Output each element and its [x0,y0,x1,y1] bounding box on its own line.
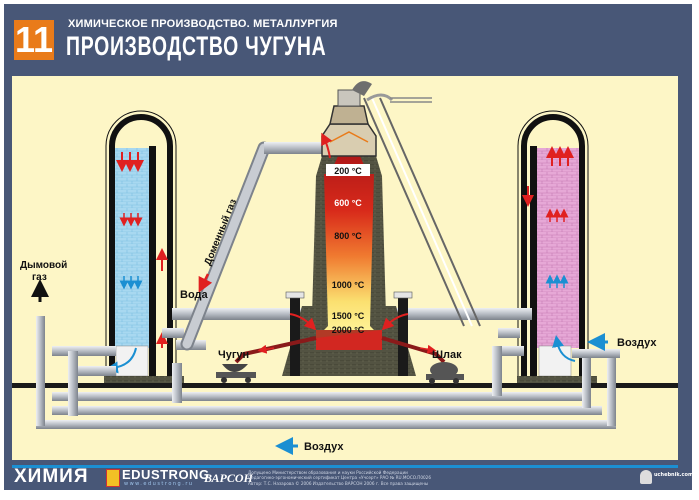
temp-600: 600 °C [334,198,362,208]
label-slag: Шлак [432,349,462,361]
footer-edustrong: EDUSTRONG [122,467,210,482]
slag-ladle [426,362,464,384]
temp-1000: 1000 °C [332,280,365,290]
footer-accent-bar [12,465,678,468]
footer-publisher: ВАРСОН [204,471,253,485]
blast-furnace-diagram: Дымовой газ Доменный газ Вода Чугун Шлак… [12,81,678,455]
diagram-canvas: Дымовой газ Доменный газ Вода Чугун Шлак… [12,76,678,460]
label-air-bottom: Воздух [304,441,344,453]
poster-title: ПРОИЗВОДСТВО ЧУГУНА [66,31,327,61]
owl-logo-icon [640,470,652,484]
temp-2000: 2000 °C [332,325,365,335]
pig-iron-ladle [216,364,256,383]
footer-url: www.edustrong.ru [124,481,194,487]
footer-brand: ХИМИЯ [14,466,89,487]
label-flue-gas: Дымовой [20,260,67,271]
right-regenerator [517,110,597,383]
temp-800: 800 °C [334,231,362,241]
legal-line-3: Автор: Т.С. Назарова © 2006 Издательство… [248,480,429,486]
right-regenerator-flow-arrows [522,146,576,362]
tap-channels [234,336,446,364]
label-flue-gas-2: газ [32,272,47,283]
legal-line-2: Педагогико-эргономический сертификат Цен… [248,475,432,481]
left-regenerator [104,110,184,383]
blast-furnace [282,81,416,376]
footer-site: uchebnik.com [654,472,694,478]
footer-legal: Допущено Министерством образования и нау… [248,470,438,486]
label-pig-iron: Чугун [218,349,249,361]
temp-200: 200 °C [334,166,362,176]
poster-number-badge: 11 [14,19,54,60]
temp-1500: 1500 °C [332,311,365,321]
skip-hoist [363,93,481,327]
coat-of-arms-icon [106,469,120,487]
ground-line [12,383,678,388]
left-regenerator-flow-arrows [106,152,168,374]
gas-flow-arrow-icon [198,273,213,293]
label-water: Вода [180,289,209,301]
footer-site-logo: uchebnik.com [640,470,693,486]
legal-line-1: Допущено Министерством образования и нау… [248,470,408,475]
bottom-air-pipes [36,316,616,429]
label-air-right: Воздух [617,337,657,349]
poster-subtitle: ХИМИЧЕСКОЕ ПРОИЗВОДСТВО. МЕТАЛЛУРГИЯ [68,18,338,30]
